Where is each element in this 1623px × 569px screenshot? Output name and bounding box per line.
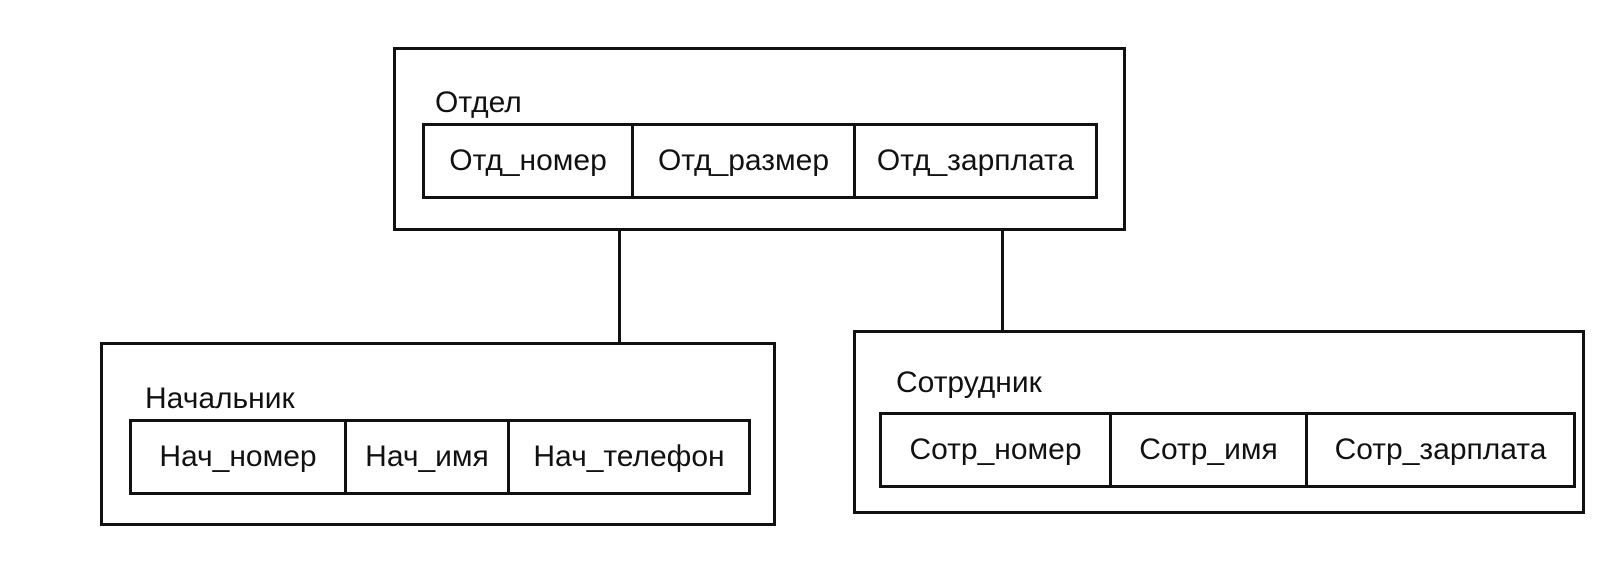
fields-row-otdel: Отд_номер Отд_размер Отд_зарплата — [422, 123, 1098, 199]
fields-row-sotrudnik: Сотр_номер Сотр_имя Сотр_зарплата — [879, 412, 1576, 488]
entity-title-nachalnik: Начальник — [145, 382, 295, 415]
connector-otdel-nachalnik — [618, 229, 621, 344]
entity-sotrudnik[interactable]: Сотрудник Сотр_номер Сотр_имя Сотр_зарпл… — [853, 330, 1585, 514]
field-nach-nomer[interactable]: Нач_номер — [132, 422, 347, 492]
field-otd-razmer[interactable]: Отд_размер — [634, 126, 856, 196]
field-sotr-nomer[interactable]: Сотр_номер — [882, 415, 1112, 485]
field-otd-zarplata[interactable]: Отд_зарплата — [876, 144, 1075, 177]
entity-otdel[interactable]: Отдел Отд_номер Отд_размер Отд_зарплата — [393, 47, 1126, 231]
field-sotr-imya[interactable]: Сотр_имя — [1112, 415, 1308, 485]
entity-nachalnik[interactable]: Начальник Нач_номер Нач_имя Нач_телефон — [100, 342, 776, 526]
fields-row-nachalnik: Нач_номер Нач_имя Нач_телефон — [129, 419, 751, 495]
field-sotr-zarplata[interactable]: Сотр_зарплата — [1334, 433, 1547, 466]
entity-title-sotrudnik: Сотрудник — [896, 366, 1042, 399]
field-nach-imya[interactable]: Нач_имя — [347, 422, 510, 492]
field-nach-telefon[interactable]: Нач_телефон — [533, 440, 725, 473]
connector-otdel-sotrudnik — [1001, 223, 1004, 333]
entity-title-otdel: Отдел — [435, 86, 522, 119]
field-otd-nomer[interactable]: Отд_номер — [425, 126, 634, 196]
